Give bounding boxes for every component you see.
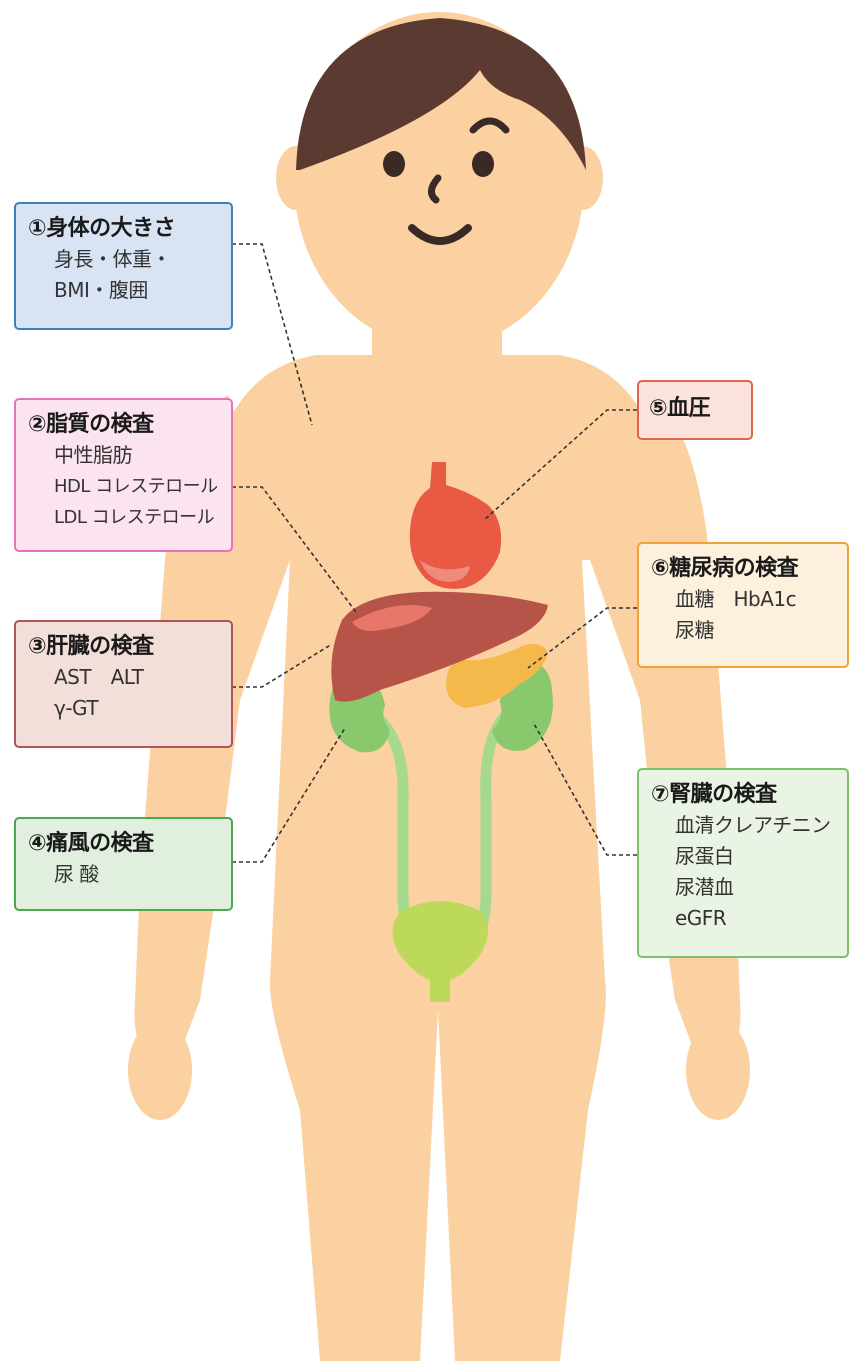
lipid-item: 中性脂肪 [28,440,217,471]
lipid-box: ②脂質の検査 中性脂肪 HDL コレステロール LDL コレステロール [14,398,233,552]
body-size-box: ①身体の大きさ 身長・体重・ BMI・腹囲 [14,202,233,330]
lipid-title: ②脂質の検査 [28,410,217,440]
kidney-item: eGFR [651,903,833,934]
kidney-title: ⑦腎臓の検査 [651,780,833,810]
liver-box: ③肝臓の検査 AST ALT γ-GT [14,620,233,748]
gout-box: ④痛風の検査 尿 酸 [14,817,233,911]
blood-pressure-box: ⑤血圧 [637,380,753,440]
lipid-item: HDL コレステロール [28,471,217,502]
kidney-item: 尿蛋白 [651,841,833,872]
gout-title: ④痛風の検査 [28,829,217,859]
left-eye [383,151,405,177]
diabetes-item: 尿糖 [651,615,833,646]
liver-item: AST ALT [28,662,217,693]
diabetes-item: 血糖 HbA1c [651,584,833,615]
body-size-item: 身長・体重・ [28,244,217,275]
kidney-item: 血清クレアチニン [651,810,833,841]
left-hand [128,1020,192,1120]
liver-title: ③肝臓の検査 [28,632,217,662]
body-size-title: ①身体の大きさ [28,214,217,244]
liver-item: γ-GT [28,693,217,724]
kidney-box: ⑦腎臓の検査 血清クレアチニン 尿蛋白 尿潜血 eGFR [637,768,849,958]
lipid-item: LDL コレステロール [28,502,217,533]
kidney-item: 尿潜血 [651,872,833,903]
diabetes-title: ⑥糖尿病の検査 [651,554,833,584]
body-size-item: BMI・腹囲 [28,275,217,306]
gout-item: 尿 酸 [28,859,217,890]
right-hand [686,1020,750,1120]
blood-pressure-title: ⑤血圧 [649,394,741,424]
diabetes-box: ⑥糖尿病の検査 血糖 HbA1c 尿糖 [637,542,849,668]
right-arm [590,395,741,1080]
right-eye [472,151,494,177]
